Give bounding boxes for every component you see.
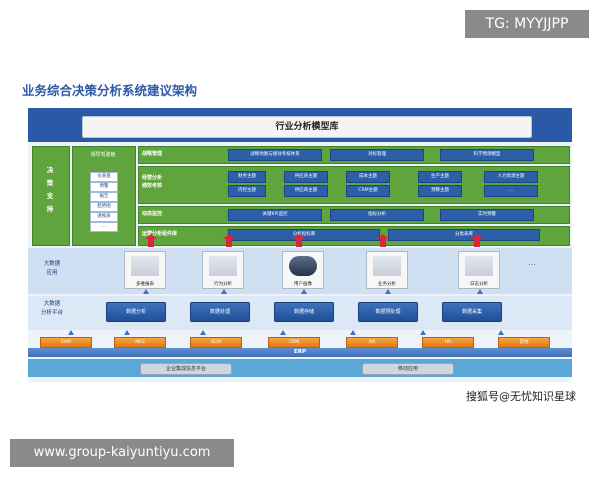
app-tile: 多维报表 [124, 251, 166, 289]
up-arrow-icon [293, 234, 305, 247]
big-data-apps-label: 大数据 应用 [43, 261, 61, 276]
bottom-band [28, 359, 572, 377]
up-arrow-icon [420, 330, 426, 335]
app-tile: 行为分析 [202, 251, 244, 289]
source-caption: 搜狐号@无忧知识星球 [466, 390, 576, 403]
chip: ... [484, 185, 538, 197]
chip: 内控主题 [228, 185, 266, 197]
more-apps-ellipsis: ... [528, 258, 536, 267]
platform-module: 数据分析 [106, 302, 166, 322]
cockpit-item: 仪表盘 [90, 172, 118, 182]
source-system: CRM [268, 337, 320, 348]
app-label: 多维报表 [136, 282, 154, 287]
up-arrow-icon [221, 289, 227, 294]
chart-icon [465, 256, 493, 276]
app-tile: 用户画像 [282, 251, 324, 289]
chip: 预算主题 [418, 185, 462, 197]
chip: CRM主题 [346, 185, 390, 197]
chip: 科学预测模型 [440, 149, 534, 161]
platform-module: 数据处理 [190, 302, 250, 322]
cockpit-item: 趋势图 [90, 202, 118, 212]
up-arrow-icon [124, 330, 130, 335]
watermark-url: www.group-kaiyuntiyu.com [10, 439, 234, 467]
platform-module: 数据存储 [274, 302, 334, 322]
chip: 人力资源主题 [484, 171, 538, 183]
chart-icon [209, 256, 237, 276]
page-title: 业务综合决策分析系统建议架构 [22, 83, 198, 98]
source-system: EAM [40, 337, 92, 348]
integration-platform: 企业集成信息平台 [140, 363, 232, 375]
chip: 供应商主题 [284, 185, 328, 197]
cockpit-item: ... [90, 222, 118, 232]
chip: 分类表库 [388, 229, 540, 241]
source-system: SCM [190, 337, 242, 348]
erp-bar: ERP [28, 348, 572, 357]
up-arrow-icon [385, 289, 391, 294]
row-label: 运营分析组件库 [142, 231, 178, 237]
up-arrow-icon [145, 234, 157, 247]
chip: 战略地图与绩效考核体系 [228, 149, 322, 161]
cockpit-item: 报告 [90, 192, 118, 202]
app-tile: 业务分析 [366, 251, 408, 289]
source-system: 其他 [498, 337, 550, 348]
row-label: 动态监控 [142, 211, 163, 217]
app-label: 业务分析 [378, 282, 396, 287]
up-arrow-icon [143, 289, 149, 294]
source-system: HR [422, 337, 474, 348]
up-arrow-icon [68, 330, 74, 335]
up-arrow-icon [498, 330, 504, 335]
chip: 生产主题 [418, 171, 462, 183]
chip: 对标管理 [330, 149, 424, 161]
app-label: 行为分析 [214, 282, 232, 287]
app-tile: 日志分析 [458, 251, 500, 289]
platform-module: 数据采集 [442, 302, 502, 322]
platform-module: 数据预处理 [358, 302, 418, 322]
decision-support-panel [32, 146, 70, 246]
architecture-diagram: 行业分析模型库 决 策 支 持 领导驾驶舱 仪表盘 预警 报告 趋势图 透视表 … [28, 108, 572, 382]
user-portrait-icon [289, 256, 317, 276]
watermark-tg: TG: MYYJJPP [465, 10, 589, 38]
chip: 指标分析 [330, 209, 424, 221]
up-arrow-icon [377, 234, 389, 247]
up-arrow-icon [477, 289, 483, 294]
up-arrow-icon [350, 330, 356, 335]
chip: 成本主题 [346, 171, 390, 183]
chart-icon [373, 256, 401, 276]
leader-cockpit-title: 领导驾驶舱 [90, 152, 116, 158]
up-arrow-icon [280, 330, 286, 335]
chart-icon [131, 256, 159, 276]
row-label: 战略管理 [142, 151, 163, 157]
cockpit-item: 透视表 [90, 212, 118, 222]
up-arrow-icon [200, 330, 206, 335]
industry-model-library: 行业分析模型库 [82, 116, 532, 138]
chip: 实时预警 [440, 209, 534, 221]
chip: 财务主题 [228, 171, 266, 183]
up-arrow-icon [223, 234, 235, 247]
source-system: OA [346, 337, 398, 348]
chip: 供应商主题 [284, 171, 328, 183]
big-data-platform-label: 大数据 分析平台 [40, 301, 63, 316]
source-system: MES [114, 337, 166, 348]
up-arrow-icon [301, 289, 307, 294]
chip: 关键KPI监控 [228, 209, 322, 221]
row-label: 经营分析 绩效考核 [142, 175, 163, 189]
mobile-apps: 移动应用 [362, 363, 454, 375]
app-label: 用户画像 [294, 282, 312, 287]
app-label: 日志分析 [470, 282, 488, 287]
up-arrow-icon [471, 234, 483, 247]
cockpit-item: 预警 [90, 182, 118, 192]
decision-support-label: 决 策 支 持 [46, 166, 54, 213]
